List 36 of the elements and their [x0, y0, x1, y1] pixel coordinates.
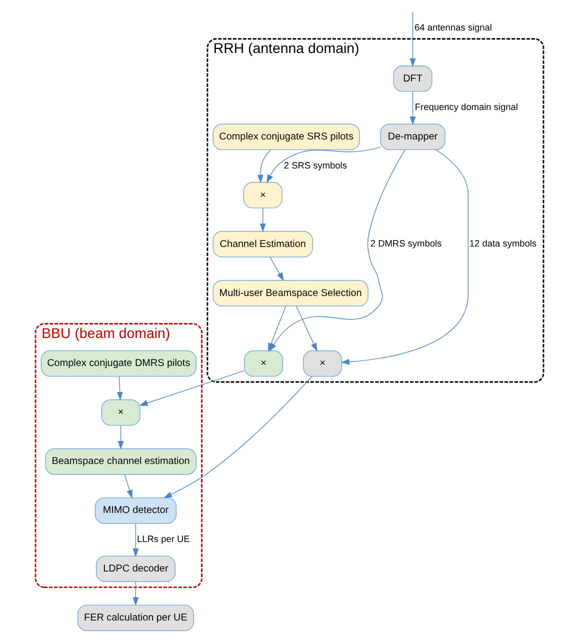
node-box: × — [242, 182, 282, 208]
node-box: FER calculation per UE — [76, 604, 194, 631]
arrow — [117, 425, 124, 450]
arrow — [116, 376, 122, 401]
edge-label: 2 SRS symbols — [283, 160, 346, 170]
edge-label: LLRs per UE — [136, 534, 190, 544]
node-box: De-mapper — [380, 124, 445, 150]
node-box: Complex conjugate SRS pilots — [212, 124, 360, 150]
node-box: MIMO detector — [94, 497, 176, 524]
node-box: DFT — [392, 66, 432, 92]
node-box: × — [100, 399, 140, 426]
node-box: Channel Estimation — [212, 231, 312, 258]
edge-label: 2 DMRS symbols — [370, 238, 442, 249]
arrow — [409, 91, 416, 126]
arrow — [256, 149, 270, 184]
edge-label: 64 antennas signal — [414, 22, 492, 33]
node-box: × — [244, 350, 283, 377]
node-box: Multi-user Beamspace Selection — [212, 280, 368, 306]
edge-label: Frequency domain signal — [414, 102, 518, 112]
arrow — [409, 12, 416, 67]
arrow — [268, 149, 405, 352]
arrow — [266, 146, 380, 184]
arrow — [163, 376, 312, 498]
arrow — [340, 149, 468, 365]
arrow — [269, 256, 284, 282]
edge-label: 12 data symbols — [468, 238, 536, 249]
arrow — [259, 208, 266, 232]
arrow — [295, 306, 317, 352]
arrow — [132, 581, 138, 606]
node-box: Beamspace channel estimation — [44, 448, 196, 475]
arrow — [132, 523, 138, 558]
arrow — [138, 370, 244, 406]
node-box: Complex conjugate DMRS pilots — [40, 350, 196, 377]
node-box: LDPC decoder — [95, 556, 175, 582]
node-box: × — [302, 350, 342, 377]
arrow — [124, 474, 132, 499]
